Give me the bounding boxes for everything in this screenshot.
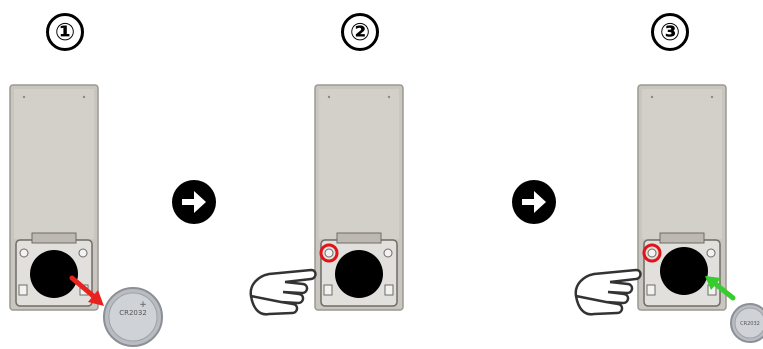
step-number-1: ① bbox=[46, 13, 84, 51]
svg-text:+: + bbox=[139, 300, 147, 310]
remote-icon bbox=[315, 85, 415, 315]
next-arrow-icon bbox=[172, 180, 216, 224]
pointing-hand-icon bbox=[570, 258, 650, 328]
pointing-hand-icon bbox=[245, 258, 325, 328]
battery-label: CR2032 bbox=[119, 309, 147, 317]
coin-battery-icon: CR2032 + bbox=[103, 285, 167, 349]
step-3: ③ CR2032 bbox=[565, 0, 763, 349]
next-arrow-icon bbox=[512, 180, 556, 224]
step-number-3: ③ bbox=[651, 13, 689, 51]
coin-battery-icon: CR2032 bbox=[730, 302, 763, 346]
step-1: ① CR2032 + bbox=[0, 0, 200, 349]
step-2: ② bbox=[245, 0, 445, 349]
step-number-2: ② bbox=[341, 13, 379, 51]
battery-label: CR2032 bbox=[740, 321, 760, 327]
